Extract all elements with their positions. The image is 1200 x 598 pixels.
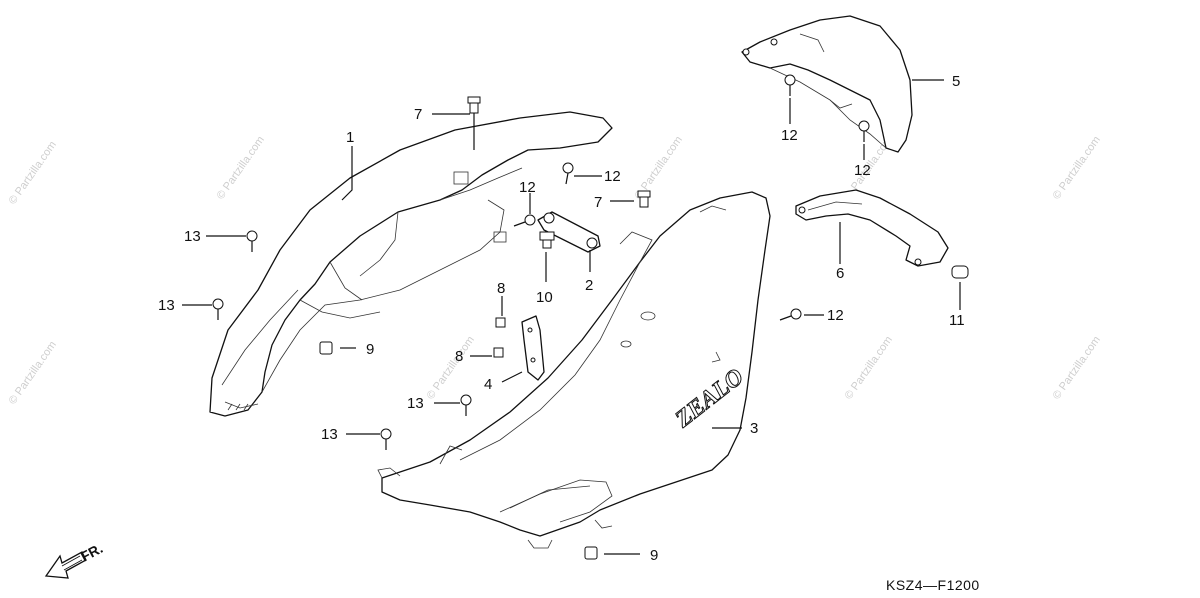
callout-13-c: 13 [407, 395, 424, 412]
nut-9-b [584, 546, 598, 560]
bolt-7-right [637, 190, 651, 208]
watermark: © Partzilla.com [1051, 134, 1103, 202]
screw-12-upper [784, 74, 796, 96]
callout-9-left: 9 [366, 341, 374, 358]
nut-9-a [319, 341, 333, 355]
clip-10 [539, 231, 555, 249]
part-1-rear-center-cover [209, 111, 613, 417]
callout-6: 6 [836, 265, 844, 282]
watermark: © Partzilla.com [7, 139, 59, 207]
screw-13-b [212, 298, 224, 320]
fasteners [212, 74, 969, 560]
nut-8-a [495, 317, 506, 328]
watermark: © Partzilla.com [7, 339, 59, 407]
callout-11: 11 [949, 312, 965, 329]
callout-12-upper: 12 [781, 127, 798, 144]
callout-12-left: 12 [519, 179, 536, 196]
callout-3: 3 [750, 420, 758, 437]
callout-9-bottom: 9 [650, 547, 658, 564]
callout-7-upper: 7 [414, 106, 422, 123]
part-5-upper-cover [741, 15, 913, 153]
screw-12-right [779, 308, 802, 321]
callout-2: 2 [585, 277, 593, 294]
part-2-bracket [537, 211, 601, 253]
watermark: © Partzilla.com [1051, 334, 1103, 402]
screw-13-c [460, 394, 472, 416]
screw-12-center [562, 162, 574, 185]
callout-labels: 1 2 3 4 5 6 7 7 8 8 9 9 10 11 12 12 12 1… [158, 73, 965, 564]
callout-12-right: 12 [827, 307, 844, 324]
callout-12-part5: 12 [854, 162, 871, 179]
diagram-code: KSZ4—F1200 [886, 577, 980, 593]
watermark: © Partzilla.com [425, 334, 477, 402]
screw-12-left [513, 214, 536, 227]
part-4-stay [521, 315, 545, 381]
callout-1: 1 [346, 129, 354, 146]
callout-5: 5 [952, 73, 960, 90]
bolt-7-upper [467, 96, 481, 114]
callout-8-upper: 8 [497, 280, 505, 297]
cushion-11 [951, 265, 969, 279]
front-direction-indicator: FR. [44, 540, 105, 579]
watermark-group: © Partzilla.com © Partzilla.com © Partzi… [7, 134, 1103, 407]
watermark: © Partzilla.com [843, 334, 895, 402]
callout-13-d: 13 [321, 426, 338, 443]
screw-13-d [380, 428, 392, 450]
screw-12-part5 [858, 120, 870, 142]
callout-12-center: 12 [604, 168, 621, 185]
leader-lines [182, 79, 961, 555]
screw-13-a [246, 230, 258, 252]
nut-8-b [493, 347, 504, 358]
callout-4: 4 [484, 376, 492, 393]
callout-7-right: 7 [594, 194, 602, 211]
part-3-body-cover: ZEALO [377, 191, 771, 549]
callout-8-lower: 8 [455, 348, 463, 365]
callout-13-b: 13 [158, 297, 175, 314]
part-6-grab-rail [795, 189, 949, 267]
callout-10: 10 [536, 289, 553, 306]
callout-13-a: 13 [184, 228, 201, 245]
watermark: © Partzilla.com [215, 134, 267, 202]
